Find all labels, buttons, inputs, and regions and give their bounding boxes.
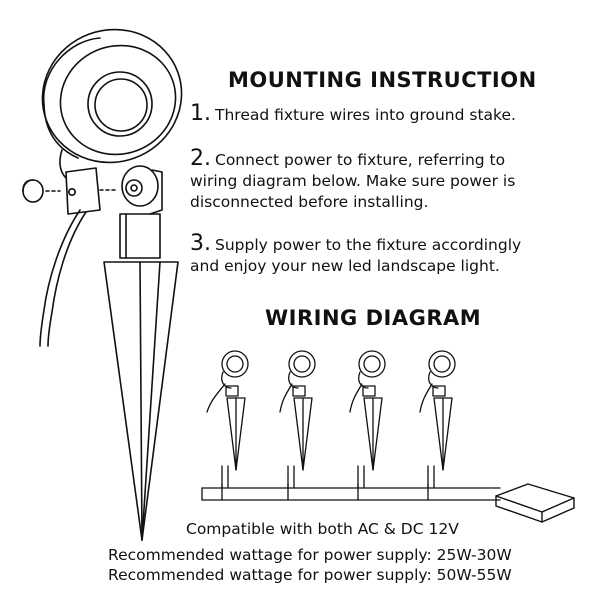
- wattage-note-2: Recommended wattage for power supply: 50…: [108, 566, 512, 584]
- step-3-number: 3.: [190, 231, 211, 256]
- step-2-text-line-3: disconnected before installing.: [190, 193, 429, 211]
- step-2-text-line-2: wiring diagram below. Make sure power is: [190, 172, 516, 190]
- step-3-text-line-1: Supply power to the fixture accordingly: [215, 236, 522, 254]
- wiring-lights: [206, 350, 456, 471]
- mini-spotlight-2: [279, 350, 316, 471]
- step-2-number: 2.: [190, 146, 211, 171]
- step-1-text: Thread fixture wires into ground stake.: [215, 106, 516, 124]
- step-3: 3.Supply power to the fixture accordingl…: [190, 233, 590, 277]
- compatibility-note: Compatible with both AC & DC 12V: [186, 520, 459, 538]
- step-2: 2.Connect power to fixture, referring to…: [190, 148, 590, 213]
- step-3-text-line-2: and enjoy your new led landscape light.: [190, 257, 500, 275]
- step-1: 1.Thread fixture wires into ground stake…: [190, 103, 590, 126]
- mini-spotlight-3: [349, 350, 386, 471]
- wattage-note-1: Recommended wattage for power supply: 25…: [108, 546, 512, 564]
- mini-spotlight-1: [206, 350, 249, 471]
- mini-spotlight-4: [419, 350, 456, 471]
- power-supply-box: [495, 483, 575, 523]
- wiring-lines: [201, 465, 501, 501]
- step-2-text-line-1: Connect power to fixture, referring to: [215, 151, 506, 169]
- wiring-diagram-title: WIRING DIAGRAM: [265, 306, 482, 330]
- spotlight-fixture-drawing: [22, 28, 183, 541]
- mounting-instruction-title: MOUNTING INSTRUCTION: [228, 68, 537, 92]
- step-1-number: 1.: [190, 101, 211, 126]
